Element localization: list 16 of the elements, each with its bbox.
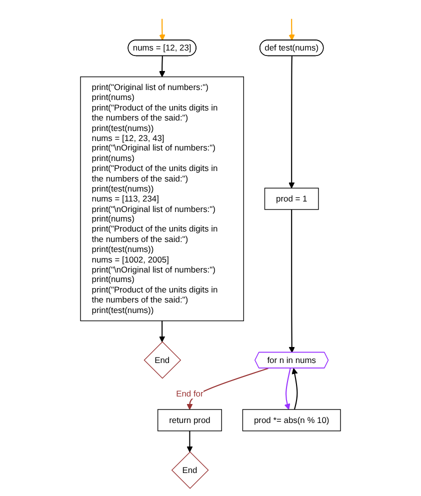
arrow xyxy=(158,56,166,78)
node-box: return prod xyxy=(157,409,222,432)
arrow xyxy=(284,368,291,410)
arrow xyxy=(159,18,166,41)
node-box: print("Original list of numbers:") print(nums) print("Product of the units digits in the numbers of the said:") print(test(nums)) nums = [12, 23, 43] print("\nOriginal list of numbers:") print(nums) print("Product of the units digits in the numbers of the said:") print(test(nums)) nums = [113, 234] print("\nOriginal list of numbers:") print(nums) print("Product of the units digits in the numbers of the said:") print(test(nums)) nums = [1002, 2005] print("\nOriginal list of numbers:") print(nums) print("Product of the units digits in the numbers of the said:") print(test(nums)) xyxy=(80,76,244,322)
arrow xyxy=(288,18,295,41)
edge-label: End for xyxy=(176,388,204,399)
arrow xyxy=(288,210,295,353)
arrow xyxy=(292,368,298,410)
arrow xyxy=(158,320,166,342)
node-diamond: End xyxy=(144,341,182,379)
node-box: prod = 1 xyxy=(264,188,319,210)
node-diamond: End xyxy=(171,451,209,489)
arrow xyxy=(186,430,193,452)
node-box: prod *= abs(n % 10) xyxy=(242,409,341,432)
arrow xyxy=(288,56,295,188)
